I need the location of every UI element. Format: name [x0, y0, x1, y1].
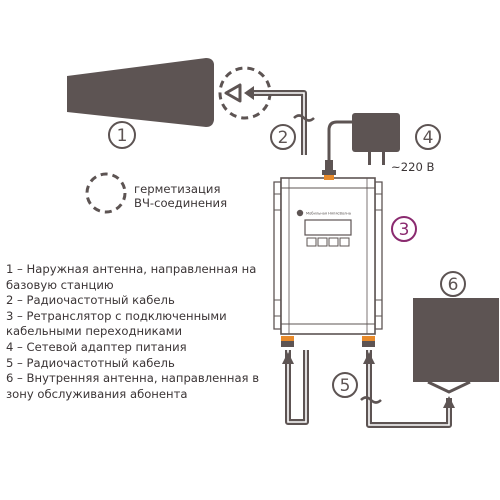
marker-6-circle [440, 271, 466, 297]
cable-left-arrow [282, 352, 294, 364]
marker-4-number: 4 [423, 128, 434, 148]
repeater [273, 170, 383, 335]
cable-2-break [293, 114, 315, 122]
marker-1-number: 1 [117, 126, 128, 146]
marker-3-number: 3 [399, 220, 410, 240]
marker-6-number: 6 [448, 275, 459, 295]
legend-line: базовую станцию [6, 277, 114, 292]
marker-4-circle [415, 124, 441, 150]
adapter-prong-left [368, 151, 371, 165]
power-plug [325, 160, 333, 176]
cable-5-break [360, 396, 382, 404]
legend-line: кабельными переходниками [6, 324, 183, 339]
legend-line: 1 – Наружная антенна, направленная на [6, 262, 257, 276]
seal-label-line-2: ВЧ-соединения [134, 196, 228, 210]
marker-5-number: 5 [340, 376, 351, 396]
repeater-button-3 [328, 237, 339, 247]
antenna-connector-arrow [244, 86, 254, 100]
antenna-connector [224, 83, 242, 103]
repeater-button-4 [339, 237, 350, 247]
brand-name: Мобильная НяпясВолна [306, 212, 351, 216]
legend-line: 5 – Радиочастотный кабель [6, 355, 175, 370]
marker-5-circle [332, 372, 358, 398]
legend-line: зону обслуживания абонента [6, 386, 188, 401]
marker-3-circle [391, 216, 417, 242]
bottom-port-right [362, 336, 375, 341]
adapter-prong-right [382, 151, 385, 165]
bottom-port-right-cap [362, 341, 375, 347]
legend-line: 2 – Радиочастотный кабель [6, 293, 175, 308]
cable-2-inner [254, 92, 305, 155]
outdoor-antenna [67, 58, 214, 127]
seal-label: герметизация ВЧ-соединения [134, 182, 227, 210]
legend-line: 4 – Сетевой адаптер питания [6, 339, 187, 354]
bottom-port-left [281, 336, 294, 341]
indoor-antenna-stand [427, 380, 471, 394]
legend: 1 – Наружная антенна, направленная на ба… [6, 262, 274, 402]
marker-2-circle [270, 124, 296, 150]
marker-1-circle [108, 121, 136, 149]
repeater-display [304, 219, 352, 236]
seal-legend-circle [85, 172, 127, 214]
power-voltage-label: ~220 В [391, 160, 435, 174]
legend-line: 6 – Внутренняя антенна, направленная в [6, 371, 260, 386]
bottom-port-left-cap [281, 341, 294, 347]
repeater-button-1 [306, 237, 317, 247]
cable-5-inner [368, 350, 450, 426]
indoor-antenna [413, 298, 499, 382]
cable-5-arrow-antenna [443, 396, 455, 408]
power-cable [327, 120, 358, 176]
cable-5-arrow [363, 352, 375, 364]
power-adapter [352, 113, 400, 152]
brand-logo-icon [296, 209, 304, 217]
cable-left-loop-inner [287, 350, 307, 423]
repeater-button-2 [317, 237, 328, 247]
marker-2-number: 2 [278, 128, 289, 148]
seal-label-line-1: герметизация [134, 182, 221, 196]
legend-line: 3 – Ретранслятор с подключенными [6, 308, 227, 323]
